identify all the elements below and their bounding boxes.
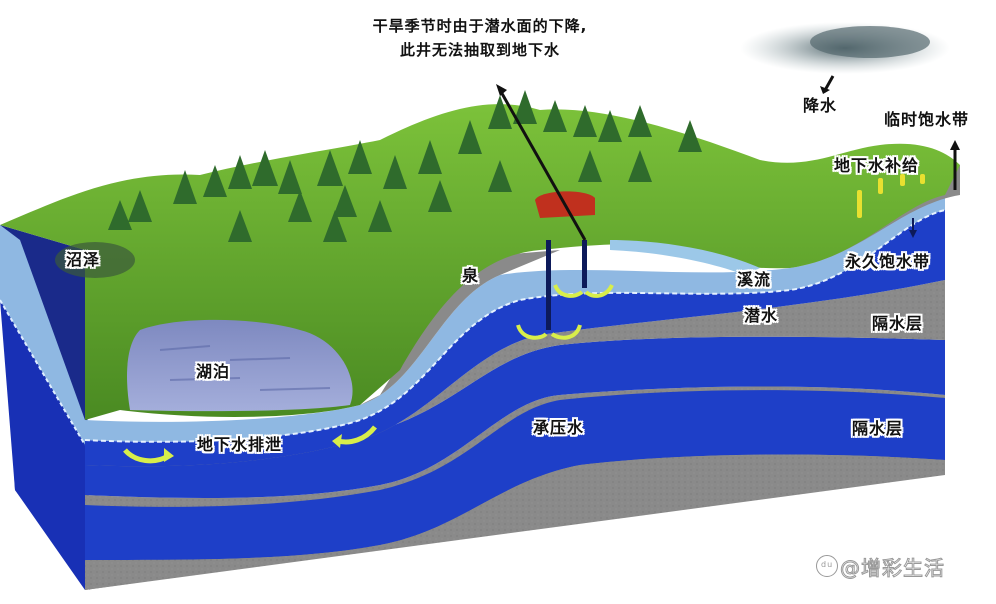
- swamp-shape: [55, 242, 135, 278]
- caption-line-1: 干旱季节时由于潜水面的下降,: [372, 17, 588, 35]
- label-spring: 泉: [462, 266, 480, 285]
- diagram-caption: 干旱季节时由于潜水面的下降, 此井无法抽取到地下水: [310, 14, 650, 62]
- watermark: @增彩生活: [816, 552, 945, 581]
- well-shallow-icon: [582, 240, 587, 288]
- label-phreatic-water: 潜水: [744, 306, 779, 325]
- well-flow-arrows-icon: [516, 284, 614, 340]
- label-swamp: 沼泽: [66, 250, 101, 269]
- label-groundwater-discharge: 地下水排泄: [197, 435, 283, 454]
- trees-group: [108, 90, 702, 242]
- caption-line-2: 此井无法抽取到地下水: [399, 41, 560, 59]
- recharge-drops-icon: [857, 174, 925, 218]
- label-aquiclude-upper: 隔水层: [872, 314, 924, 333]
- phreatic-water-layer: [85, 210, 945, 467]
- label-temporary-saturated-zone: 临时饱水带: [884, 110, 970, 129]
- label-lake: 湖泊: [196, 362, 231, 381]
- baidu-paw-icon: [816, 555, 838, 577]
- label-confined-water: 承压水: [533, 418, 585, 437]
- cloud-icon: [740, 22, 950, 74]
- stream-shape: [610, 240, 760, 275]
- dry-season-pointer-arrow: [498, 89, 587, 241]
- label-permanent-saturated-zone: 永久饱水带: [845, 252, 931, 271]
- watermark-text: @增彩生活: [840, 556, 945, 581]
- confined-water-layer: [85, 336, 945, 498]
- label-groundwater-recharge: 地下水补给: [834, 156, 920, 175]
- water-table-line: [84, 209, 946, 443]
- label-aquiclude-lower: 隔水层: [852, 419, 904, 438]
- well-deep-icon: [546, 240, 551, 330]
- label-precipitation: 降水: [803, 96, 838, 115]
- aquiclude-upper-layer: [85, 280, 945, 467]
- label-stream: 溪流: [737, 270, 772, 289]
